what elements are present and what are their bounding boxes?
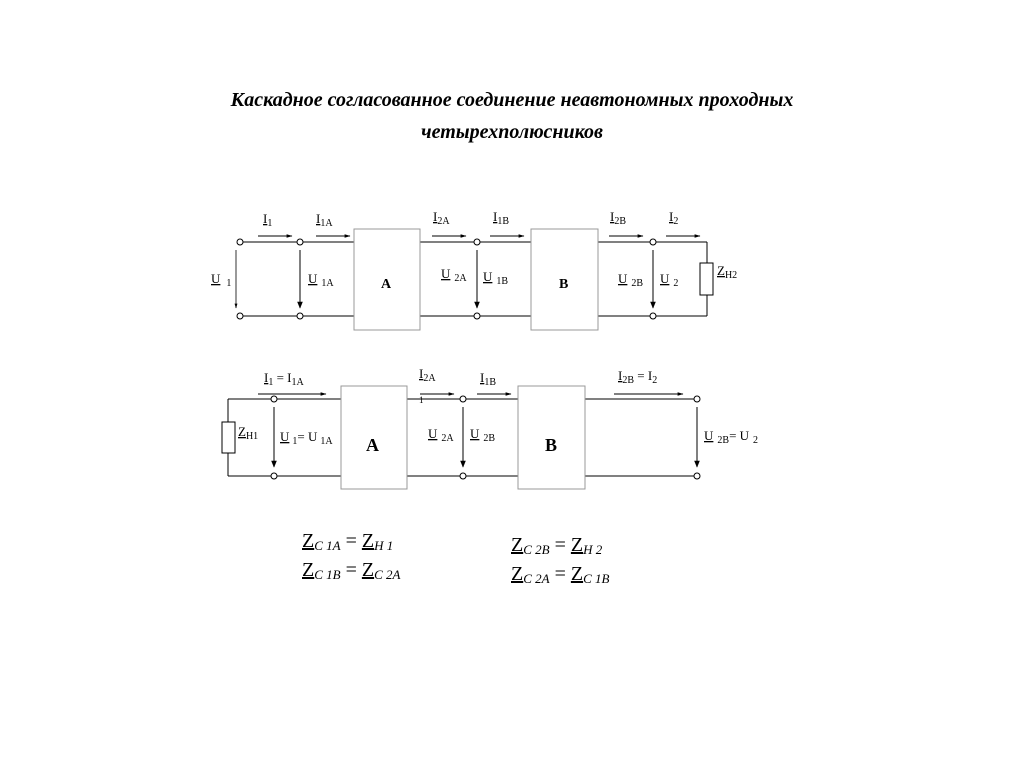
block-b-label-1: B [559, 277, 568, 292]
title-line-1: Каскадное согласованное соединение неавт… [230, 89, 794, 111]
page-title: Каскадное согласованное соединение неавт… [0, 84, 1024, 148]
label-i1-eq-i1a: I1 = I1A [264, 370, 305, 388]
terminal [649, 238, 657, 246]
label-i2a: I2A [419, 366, 436, 384]
label-zh2: ZH2 [717, 263, 737, 281]
load-resistor-zh2 [699, 262, 714, 296]
terminal [649, 312, 657, 320]
label-i1b: I1B [493, 209, 509, 227]
label-i1a: I1A [316, 211, 333, 229]
label-i1: I1 [263, 211, 272, 229]
label-i2b: I2B [610, 209, 626, 227]
terminal [473, 238, 481, 246]
terminal [296, 238, 304, 246]
label-i2: I2 [669, 209, 678, 227]
terminal [236, 312, 244, 320]
block-b-1 [530, 228, 599, 331]
formula-3: ZC 2B = ZH 2 [511, 534, 603, 557]
label-i2b-eq-i2: I2B = I2 [618, 368, 657, 386]
block-b-2 [517, 385, 586, 490]
block-b-label-2: B [545, 435, 557, 455]
terminal [270, 395, 278, 403]
terminal [296, 312, 304, 320]
terminal [693, 472, 701, 480]
source-resistor-zh1 [221, 421, 236, 454]
diagram-2 [221, 385, 701, 490]
terminal [459, 395, 467, 403]
terminal [693, 395, 701, 403]
formula-2: ZC 1B = ZC 2A [302, 559, 401, 582]
label-zh1: ZH1 [238, 424, 258, 442]
formula-1: ZC 1A = ZH 1 [302, 530, 393, 553]
block-a-1 [353, 228, 421, 331]
terminal [236, 238, 244, 246]
title-line-2: четырехполюсников [421, 121, 603, 143]
label-i1b: I1B [480, 370, 496, 388]
label-i2a-extra: 1 [419, 395, 424, 405]
terminal [473, 312, 481, 320]
terminal [459, 472, 467, 480]
block-a-label-2: A [366, 435, 379, 455]
block-a-label-1: A [381, 277, 392, 292]
terminal [270, 472, 278, 480]
diagram-1 [234, 228, 714, 331]
matching-formulas: ZC 1A = ZH 1 ZC 1B = ZC 2A ZC 2B = ZH 2 … [302, 530, 610, 586]
label-i2a: I2A [433, 209, 450, 227]
formula-4: ZC 2A = ZC 1B [511, 563, 610, 586]
block-a-2 [340, 385, 408, 490]
